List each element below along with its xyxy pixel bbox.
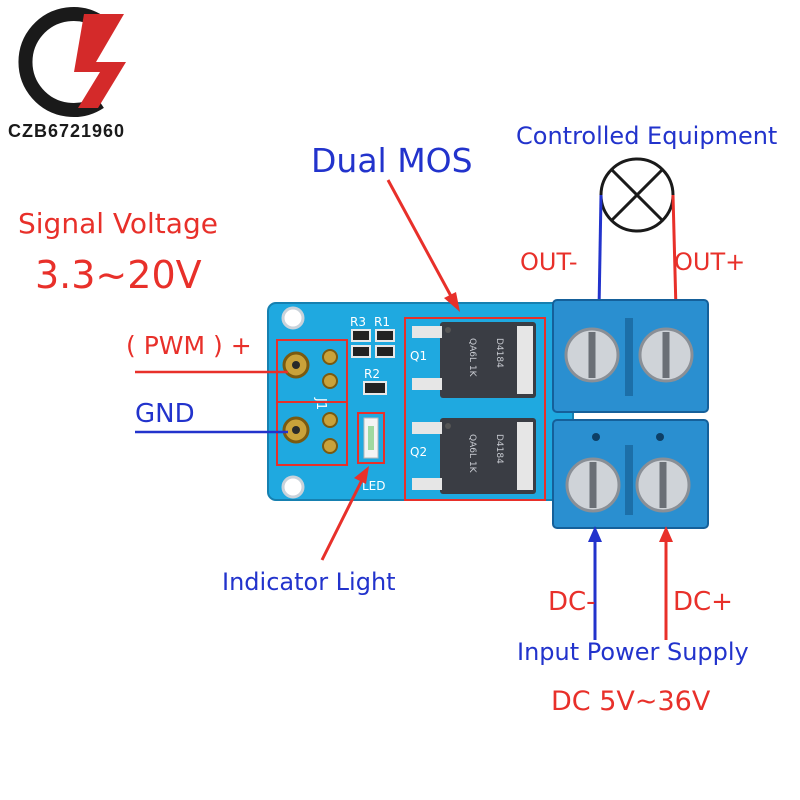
input-power-supply-label: Input Power Supply <box>517 638 749 666</box>
indicator-arrowhead <box>354 466 369 484</box>
dc-minus-label: DC- <box>548 587 596 617</box>
q2-code: QA6L 1K <box>467 434 477 474</box>
silk-led: LED <box>362 479 386 493</box>
q1-code: QA6L 1K <box>467 338 477 378</box>
mosfet-q1 <box>412 322 536 398</box>
out-plus-label: OUT+ <box>674 248 746 276</box>
dual-mos-arrowhead <box>444 292 460 312</box>
out-minus-wire <box>597 194 603 311</box>
signal-range-label: 3.3~20V <box>35 253 202 297</box>
dual-mos-box <box>404 317 546 501</box>
q1-marking: D4184 <box>494 338 504 368</box>
indicator-light-label: Indicator Light <box>222 568 396 596</box>
signal-voltage-label: Signal Voltage <box>18 207 218 240</box>
dc-range-label: DC 5V~36V <box>551 686 711 717</box>
silk-r3: R3 <box>350 315 366 329</box>
dual-mos-arrow <box>386 179 454 299</box>
logo-text: CZB6721960 <box>8 121 125 141</box>
terminal-block-input <box>552 419 709 529</box>
led-component <box>357 412 385 464</box>
out-plus-wire <box>671 194 678 311</box>
silk-r2: R2 <box>364 367 380 381</box>
dual-mos-label: Dual MOS <box>311 141 473 180</box>
dc-minus-arrowhead <box>588 526 602 542</box>
silk-j1: J1 <box>313 397 328 410</box>
controlled-equipment-label: Controlled Equipment <box>516 122 778 150</box>
silk-q2: Q2 <box>410 445 427 459</box>
gnd-label: GND <box>135 399 195 429</box>
dc-plus-arrowhead <box>659 526 673 542</box>
mosfet-q2 <box>412 418 536 494</box>
logo-mark <box>18 7 126 117</box>
silk-q1: Q1 <box>410 349 427 363</box>
pwm-label: ( PWM ) + <box>126 331 252 360</box>
dc-plus-label: DC+ <box>673 587 733 617</box>
out-minus-label: OUT- <box>520 248 578 276</box>
header-j1 <box>276 339 348 466</box>
resistors <box>351 329 395 395</box>
lamp-icon <box>599 157 675 233</box>
q2-marking: D4184 <box>494 434 504 464</box>
indicator-arrow <box>320 479 364 561</box>
terminal-block-output <box>552 299 709 413</box>
silk-r1: R1 <box>374 315 390 329</box>
